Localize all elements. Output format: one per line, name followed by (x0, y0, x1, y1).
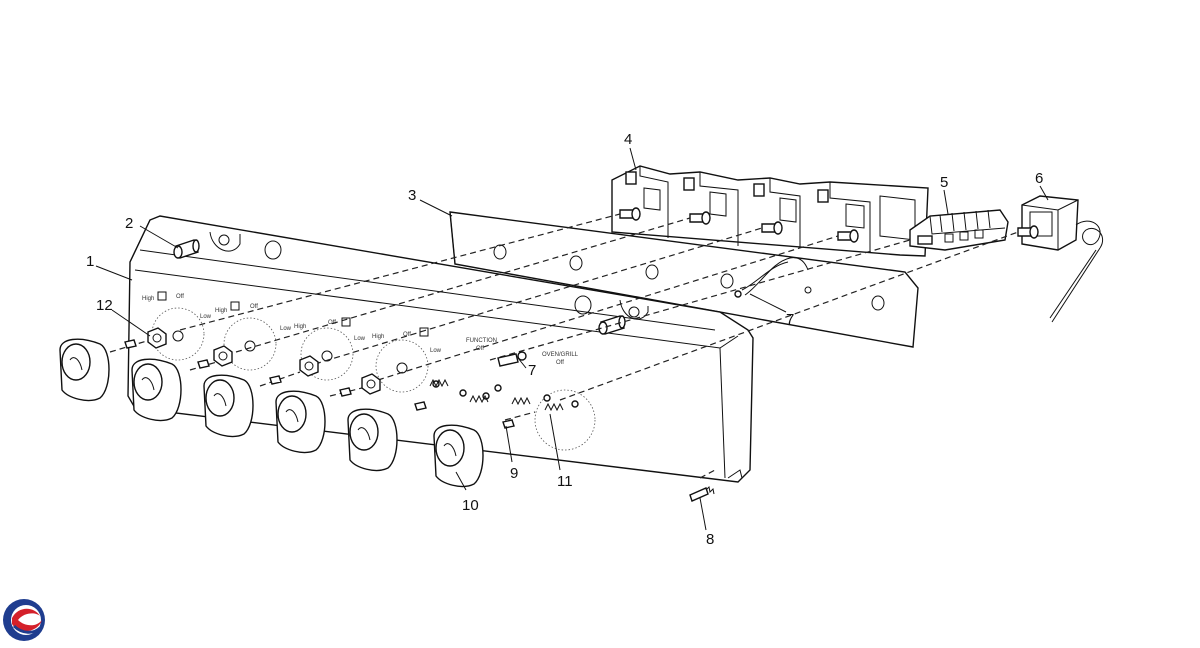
callout-5: 5 (940, 174, 948, 191)
callout-6: 6 (1035, 170, 1043, 187)
panel-label-oven-off: Off (556, 360, 564, 366)
panel-label-off-1: Off (176, 294, 184, 300)
callout-10: 10 (462, 497, 479, 514)
panel-label-high-1: High (142, 296, 154, 302)
control-knob-2 (131, 358, 182, 422)
part-11-springs (429, 378, 564, 412)
part-7-screws (497, 290, 742, 367)
control-knob-6 (433, 424, 484, 488)
part-2-indicator-lamp (173, 239, 200, 259)
callout-1: 1 (86, 253, 94, 270)
part-5-selector-switch (909, 209, 1009, 251)
part-6-thermostat (1017, 195, 1104, 323)
part-12-hex-nuts (147, 327, 381, 395)
panel-label-high-4: High (372, 334, 384, 340)
callout-4: 4 (624, 131, 632, 148)
part-8-fixing-screw (689, 469, 743, 502)
part-10-control-knobs (59, 338, 484, 488)
callout-12: 12 (96, 297, 113, 314)
panel-label-low-3: Low (354, 336, 366, 342)
part-4-energy-regulators (611, 165, 929, 257)
part-2-indicator-lamp-right (598, 315, 626, 335)
brand-logo-icon (3, 599, 45, 641)
callout-7-right: 7 (786, 311, 794, 328)
control-knob-1 (59, 338, 110, 402)
panel-label-function: FUNCTION (466, 338, 497, 344)
callout-2: 2 (125, 215, 133, 232)
panel-label-off-2: Off (250, 304, 258, 310)
panel-label-function-off: Off (476, 346, 484, 352)
panel-label-off-4: Off (403, 332, 411, 338)
callout-leaders (95, 147, 1049, 531)
panel-label-low-4: Low (430, 348, 442, 354)
panel-label-high-3: High (294, 324, 306, 330)
control-knob-4 (275, 390, 326, 454)
part-9-knob-inserts (124, 339, 515, 429)
control-knob-5 (347, 408, 398, 472)
panel-label-oven-grill: OVEN/GRILL (542, 352, 579, 358)
callout-8: 8 (706, 531, 714, 548)
control-knob-3 (203, 374, 254, 438)
callout-3: 3 (408, 187, 416, 204)
panel-label-low-1: Low (200, 314, 212, 320)
part-3-mounting-plate (449, 211, 919, 348)
callout-7-top: 7 (528, 362, 536, 379)
callout-numbers: 1 2 3 4 5 6 7 7 8 9 10 11 12 (86, 131, 1043, 548)
callout-9: 9 (510, 465, 518, 482)
panel-label-off-3: Off (328, 320, 336, 326)
panel-label-high-2: High (215, 308, 227, 314)
panel-label-low-2: Low (280, 326, 292, 332)
callout-11: 11 (557, 473, 573, 490)
